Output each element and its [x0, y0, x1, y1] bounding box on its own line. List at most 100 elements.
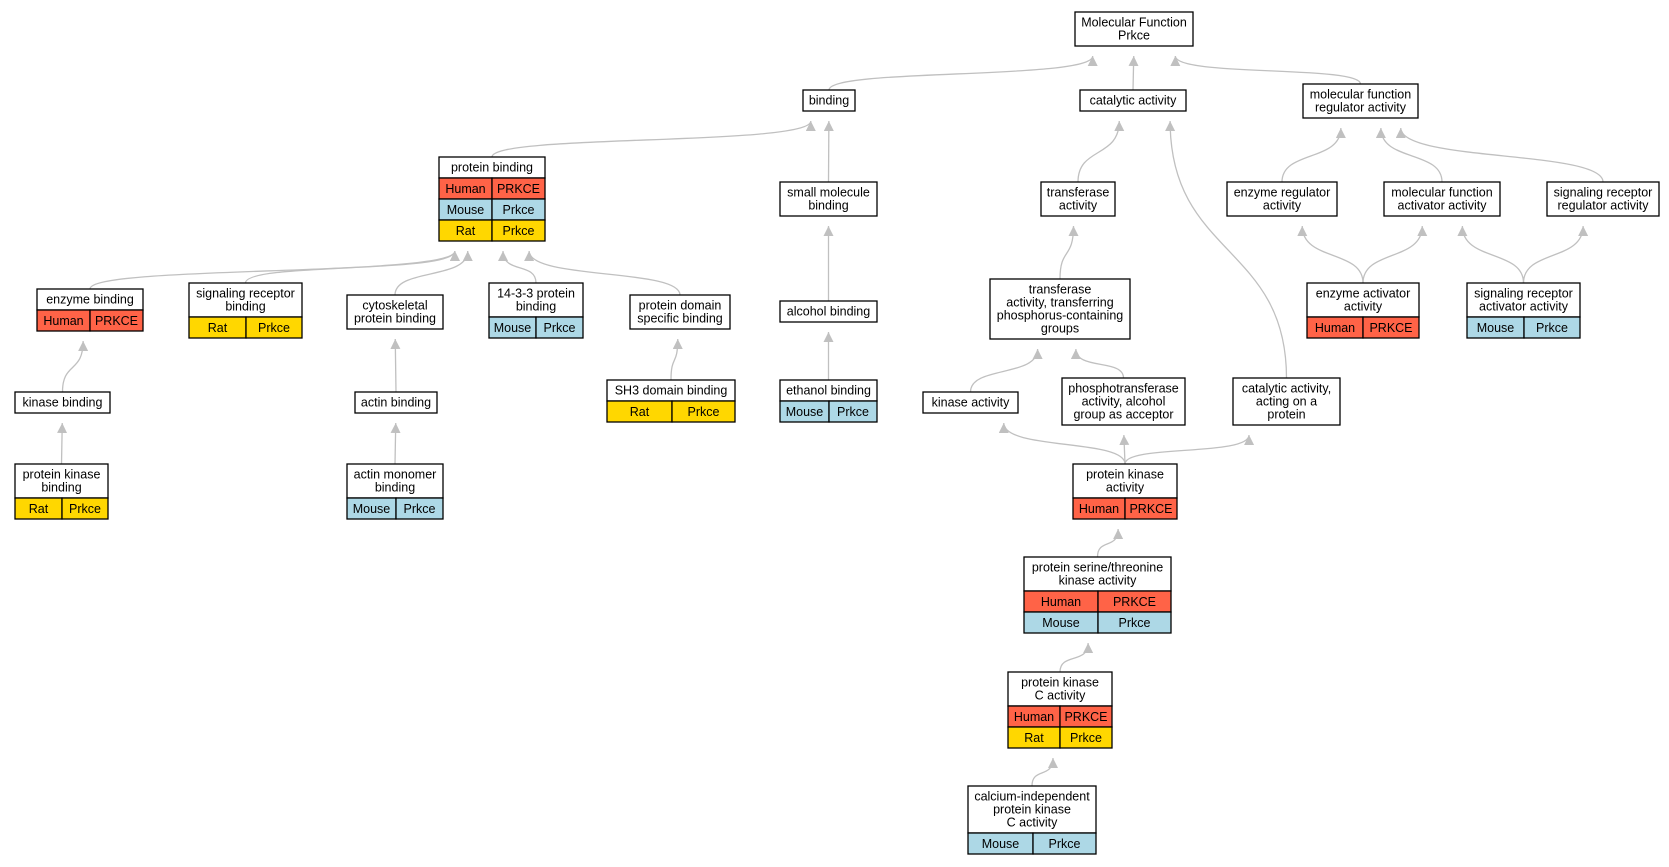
- node-title-line: signaling receptor: [196, 287, 295, 301]
- gene-cell-bg: [1124, 497, 1178, 520]
- node-title-box: [779, 181, 878, 217]
- node-title-line: small molecule: [787, 186, 870, 200]
- gene-cell-bg: [395, 497, 444, 520]
- node-title-line: C activity: [1007, 816, 1058, 830]
- node-title-line: group as acceptor: [1073, 408, 1173, 422]
- go-term-node-alcohol[interactable]: alcohol binding: [779, 300, 878, 323]
- species-cell: Human: [1079, 502, 1119, 516]
- node-title-line: actin monomer: [354, 468, 437, 482]
- gene-cell: Prkce: [544, 321, 576, 335]
- species-cell: Mouse: [353, 502, 391, 516]
- gene-cell-bg: [245, 316, 303, 339]
- node-title-box: [1061, 377, 1186, 426]
- species-cell: Mouse: [1042, 616, 1080, 630]
- species-cell: Human: [445, 182, 485, 196]
- edge-enzreg-to-mfreg: [1281, 127, 1346, 183]
- node-title-line: phosphorus-containing: [997, 309, 1124, 323]
- node-title-box: [922, 391, 1019, 414]
- gene-cell: PRKCE: [1113, 595, 1156, 609]
- node-title-line: activity: [1059, 199, 1098, 213]
- node-title-line: catalytic activity,: [1242, 382, 1331, 396]
- node-title-box: [1383, 181, 1501, 217]
- gene-cell: Prkce: [404, 502, 436, 516]
- node-title-line: alcohol binding: [787, 305, 870, 319]
- edge-protkinact-to-phosalc: [1119, 434, 1130, 465]
- edge-cytoskel-to-protbind: [394, 250, 473, 296]
- gene-cell-bg: [1032, 832, 1097, 855]
- gene-cell: Prkce: [503, 224, 535, 238]
- edge-sigrecbind-to-protbind: [244, 250, 460, 284]
- go-term-node-kinbind[interactable]: kinase binding: [14, 391, 111, 414]
- node-title-box: [802, 89, 856, 112]
- node-title-line: binding: [809, 94, 849, 108]
- node-title-line: binding: [375, 481, 415, 495]
- node-title-box: [1079, 89, 1187, 112]
- node-title-line: enzyme binding: [46, 293, 134, 307]
- node-title-line: enzyme activator: [1316, 287, 1410, 301]
- node-title-line: activity: [1344, 300, 1383, 314]
- species-cell: Rat: [630, 405, 650, 419]
- edge-phosalc-to-transphos: [1070, 348, 1125, 379]
- gene-cell: PRKCE: [497, 182, 540, 196]
- node-title-line: kinase activity: [932, 396, 1011, 410]
- node-title-line: binding: [225, 300, 265, 314]
- node-title-line: protein: [1267, 408, 1305, 422]
- node-title-line: signaling receptor: [1554, 186, 1653, 200]
- edge-protkinact-to-kinact: [998, 422, 1126, 465]
- species-cell: Mouse: [494, 321, 532, 335]
- gene-cell-bg: [1059, 726, 1113, 749]
- node-title-line: enzyme regulator: [1234, 186, 1331, 200]
- node-title-line: activity, transferring: [1006, 296, 1113, 310]
- go-term-node-catalytic[interactable]: catalytic activity: [1079, 89, 1187, 112]
- go-term-node-kinact[interactable]: kinase activity: [922, 391, 1019, 414]
- gene-cell-bg: [828, 400, 878, 423]
- gene-cell: PRKCE: [95, 314, 138, 328]
- gene-cell-bg: [1523, 316, 1581, 339]
- node-title-box: [1023, 556, 1172, 592]
- gene-cell-bg: [535, 316, 584, 339]
- node-title-line: activity: [1263, 199, 1302, 213]
- edge-mfreg-to-mf: [1170, 55, 1362, 85]
- node-title-box: [488, 282, 584, 318]
- species-cell: Mouse: [1477, 321, 1515, 335]
- go-term-node-binding[interactable]: binding: [802, 89, 856, 112]
- edge-actinmono-to-actinbind: [390, 422, 401, 465]
- edge-calind-to-pkc: [1031, 757, 1058, 787]
- go-term-node-actinbind[interactable]: actin binding: [354, 391, 438, 414]
- node-title-box: [989, 278, 1131, 340]
- edge-b1433-to-protbind: [498, 250, 537, 284]
- species-cell: Human: [1315, 321, 1355, 335]
- edge-kinact-to-transphos: [969, 348, 1043, 393]
- gene-cell: Prkce: [258, 321, 290, 335]
- node-title-line: protein binding: [451, 161, 533, 175]
- species-cell: Human: [1041, 595, 1081, 609]
- node-title-box: [1072, 463, 1178, 499]
- node-title-box: [1040, 181, 1116, 217]
